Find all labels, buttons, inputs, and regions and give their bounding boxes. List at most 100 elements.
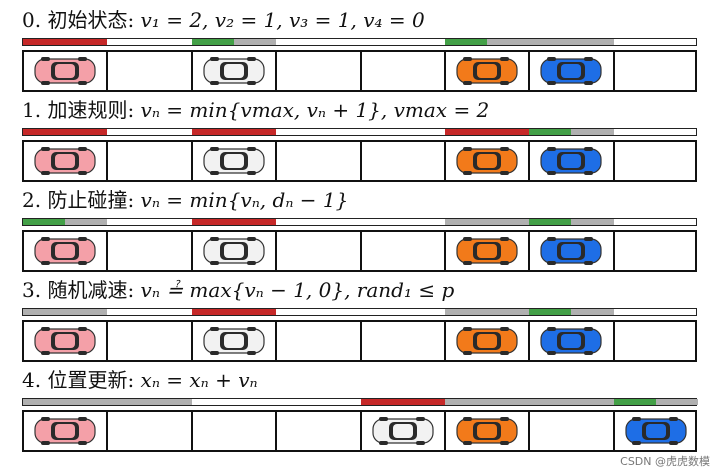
road-lane	[22, 320, 697, 362]
speed-segment-red	[445, 129, 529, 135]
speed-segment-green	[445, 39, 487, 45]
car-orange-icon	[455, 146, 519, 176]
speed-segment-gray	[571, 309, 613, 315]
speed-bar	[22, 38, 697, 46]
speed-segment-gray	[445, 219, 529, 225]
car-pink-icon	[33, 146, 97, 176]
cell-divider	[444, 52, 446, 90]
speed-segment-green	[529, 309, 571, 315]
speed-segment-red	[192, 309, 276, 315]
speed-segment-gray	[65, 219, 107, 225]
car-pink-icon	[33, 56, 97, 86]
cell-divider	[191, 322, 193, 360]
speed-bar	[22, 398, 697, 406]
step-title-2: 2. 防止碰撞: vₙ = min{vₙ, dₙ − 1}	[22, 188, 348, 212]
watermark: CSDN @虎虎数模	[620, 453, 710, 469]
step-formula: vₙ ≟ max{vₙ − 1, 0}, rand₁ ≤ p	[141, 278, 455, 302]
road-lane	[22, 140, 697, 182]
cell-divider	[444, 142, 446, 180]
speed-segment-gray	[487, 39, 529, 45]
car-blue-icon	[539, 56, 603, 86]
car-white-icon	[202, 236, 266, 266]
car-orange-icon	[455, 326, 519, 356]
car-white-icon	[202, 326, 266, 356]
cell-divider	[613, 322, 615, 360]
cell-divider	[191, 232, 193, 270]
cell-divider	[275, 232, 277, 270]
step-label: 1. 加速规则:	[22, 98, 141, 122]
cell-divider	[360, 52, 362, 90]
road-lane	[22, 230, 697, 272]
speed-segment-gray	[656, 399, 698, 405]
speed-segment-gray	[571, 219, 613, 225]
step-title-4: 4. 位置更新: xₙ = xₙ + vₙ	[22, 368, 258, 392]
cell-divider	[528, 52, 530, 90]
cell-divider	[613, 232, 615, 270]
step-formula: vₙ = min{vmax, vₙ + 1}, vmax = 2	[141, 98, 490, 122]
car-blue-icon	[539, 146, 603, 176]
cell-divider	[275, 142, 277, 180]
cell-divider	[106, 322, 108, 360]
speed-segment-red	[361, 399, 445, 405]
cell-divider	[275, 322, 277, 360]
cell-divider	[191, 412, 193, 450]
speed-segment-red	[192, 129, 276, 135]
cell-divider	[106, 232, 108, 270]
car-pink-icon	[33, 416, 97, 446]
speed-segment-green	[529, 219, 571, 225]
speed-segment-green	[529, 129, 571, 135]
speed-bar	[22, 308, 697, 316]
speed-segment-gray	[445, 309, 529, 315]
step-formula: vₙ = min{vₙ, dₙ − 1}	[141, 188, 349, 212]
step-label: 4. 位置更新:	[22, 368, 141, 392]
cell-divider	[528, 142, 530, 180]
cell-divider	[106, 52, 108, 90]
cell-divider	[528, 322, 530, 360]
step-formula: xₙ = xₙ + vₙ	[141, 368, 258, 392]
car-orange-icon	[455, 236, 519, 266]
car-pink-icon	[33, 326, 97, 356]
cell-divider	[528, 412, 530, 450]
speed-segment-red	[192, 219, 276, 225]
speed-segment-green	[23, 219, 65, 225]
speed-segment-gray	[445, 399, 529, 405]
speed-segment-green	[192, 39, 234, 45]
speed-segment-gray	[529, 399, 613, 405]
speed-bar	[22, 128, 697, 136]
step-label: 2. 防止碰撞:	[22, 188, 141, 212]
car-blue-icon	[539, 326, 603, 356]
speed-segment-gray	[107, 399, 191, 405]
cell-divider	[444, 232, 446, 270]
cell-divider	[191, 52, 193, 90]
speed-segment-green	[614, 399, 656, 405]
cell-divider	[191, 142, 193, 180]
step-title-3: 3. 随机减速: vₙ ≟ max{vₙ − 1, 0}, rand₁ ≤ p	[22, 278, 454, 302]
car-blue-icon	[539, 236, 603, 266]
cell-divider	[444, 412, 446, 450]
car-orange-icon	[455, 56, 519, 86]
car-white-icon	[202, 146, 266, 176]
cell-divider	[444, 322, 446, 360]
cell-divider	[275, 412, 277, 450]
cell-divider	[613, 412, 615, 450]
car-pink-icon	[33, 236, 97, 266]
speed-segment-gray	[234, 39, 276, 45]
cell-divider	[360, 322, 362, 360]
cell-divider	[106, 142, 108, 180]
step-label: 0. 初始状态:	[22, 8, 141, 32]
speed-segment-red	[23, 129, 107, 135]
car-white-icon	[371, 416, 435, 446]
cell-divider	[613, 142, 615, 180]
cell-divider	[360, 232, 362, 270]
cell-divider	[528, 232, 530, 270]
car-white-icon	[202, 56, 266, 86]
speed-segment-gray	[23, 399, 107, 405]
step-label: 3. 随机减速:	[22, 278, 141, 302]
speed-segment-red	[23, 39, 107, 45]
cell-divider	[613, 52, 615, 90]
step-formula: v₁ = 2, v₂ = 1, v₃ = 1, v₄ = 0	[141, 8, 425, 32]
cell-divider	[360, 142, 362, 180]
road-lane	[22, 410, 697, 452]
speed-segment-gray	[529, 39, 613, 45]
